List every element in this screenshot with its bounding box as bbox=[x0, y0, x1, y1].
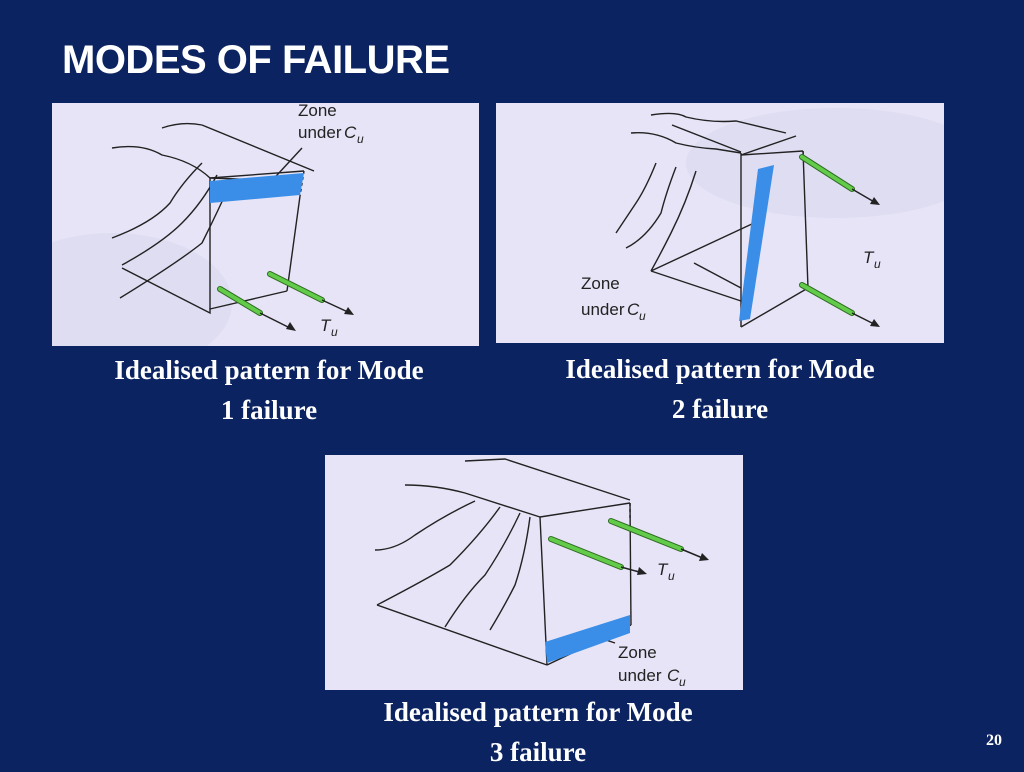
mode-2-caption: Idealised pattern for Mode 2 failure bbox=[565, 354, 875, 424]
mode-3-compression-symbol: C bbox=[667, 666, 680, 685]
svg-text:u: u bbox=[874, 257, 881, 271]
mode-2-rebar-top bbox=[800, 155, 854, 191]
svg-text:u: u bbox=[357, 132, 364, 146]
mode-1-zone-label: Zone bbox=[298, 103, 337, 120]
mode-2-rebar-bottom bbox=[800, 283, 854, 315]
mode-1-caption: Idealised pattern for Mode 1 failure bbox=[114, 355, 424, 425]
mode-3-zone-under-label: under bbox=[618, 666, 662, 685]
mode-1-compression-zone bbox=[210, 173, 304, 203]
mode-3-tension-symbol: T bbox=[657, 560, 669, 579]
mode-1-diagram: Zone under C u T u bbox=[52, 103, 479, 346]
mode-1-rebar-front bbox=[218, 287, 262, 315]
svg-text:u: u bbox=[668, 569, 675, 583]
slide-title: MODES OF FAILURE bbox=[62, 38, 450, 82]
mode-3-zone-label: Zone bbox=[618, 643, 657, 662]
mode-3-caption: Idealised pattern for Mode 3 failure bbox=[383, 697, 693, 767]
mode-1-tension-symbol: T bbox=[320, 316, 332, 335]
mode-2-compression-symbol: C bbox=[627, 300, 640, 319]
mode-2-zone-label: Zone bbox=[581, 274, 620, 293]
mode-2-tension-symbol: T bbox=[863, 248, 875, 267]
mode-1-rebar-back bbox=[268, 272, 324, 302]
mode-3-diagram: T u Zone under C u bbox=[325, 455, 743, 690]
mode-2-zone-under-label: under bbox=[581, 300, 625, 319]
page-number: 20 bbox=[986, 732, 1002, 749]
svg-text:u: u bbox=[331, 325, 338, 339]
mode-1-compression-symbol: C bbox=[344, 123, 357, 142]
mode-3-rebar-back bbox=[609, 519, 683, 551]
mode-2-compression-zone bbox=[739, 165, 774, 321]
mode-3-rebar-front bbox=[549, 537, 623, 569]
mode-3-compression-zone bbox=[545, 615, 630, 663]
svg-text:u: u bbox=[639, 309, 646, 323]
mode-1-zone-under-label: under bbox=[298, 123, 342, 142]
mode-2-diagram: Zone under C u T u bbox=[496, 103, 944, 343]
svg-text:u: u bbox=[679, 675, 686, 689]
